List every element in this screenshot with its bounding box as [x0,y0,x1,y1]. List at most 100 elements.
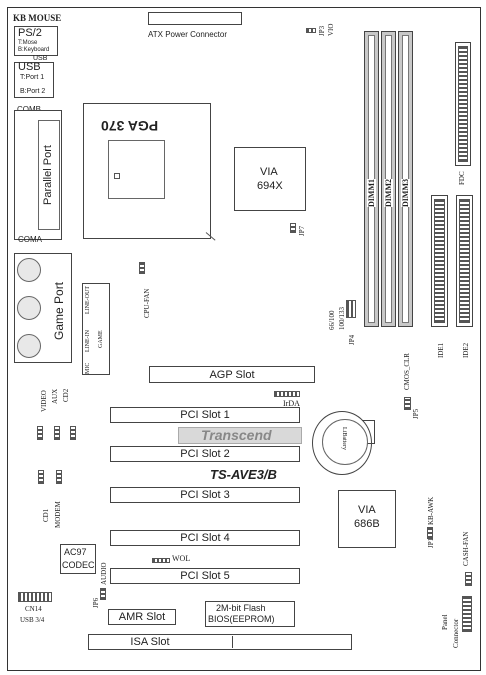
jp7-header [290,223,296,233]
cn14-label: CN14 [25,605,42,613]
cpu-pin1-marker [114,173,120,179]
freq-100-133-label: 100/133 [338,307,346,330]
board-outline [7,7,481,671]
south-bridge-chip [338,490,396,548]
usb-top-label: USB [33,55,48,62]
vio-label: VIO [327,23,335,36]
comb-label: COMB [17,105,41,114]
jp5-header [404,397,411,410]
dimm1-label: DIMM1 [367,179,376,207]
usb-connector [14,62,54,98]
jp6-label: JP6 [92,597,100,608]
jp1-label: JP1 [427,537,435,548]
pci-slot-4: PCI Slot 4 [110,530,300,546]
pci-slot-1-label: PCI Slot 1 [180,409,230,421]
game-port-label: Game Port [52,281,66,340]
dimm3-label: DIMM3 [401,179,410,207]
transcend-logo: Transcend [201,427,272,443]
cpu-fan-label: CPU-FAN [143,288,151,318]
audio-jack-2 [17,296,41,320]
agp-slot-label: AGP Slot [209,368,255,381]
ide1-label: IDE1 [437,342,445,358]
modem-label: MODEM [54,501,62,528]
ac97-codec-chip [60,544,96,574]
chas-fan-label: CASH-FAN [462,531,470,567]
modem-header [56,470,62,484]
pci-slot-4-label: PCI Slot 4 [180,532,230,544]
irda-label: IrDA [283,399,300,408]
kb-mouse-label: KB MOUSE [13,13,62,23]
wol-header [152,558,170,563]
jp4-header [346,300,356,318]
battery-label: LiBattery [341,427,347,450]
panel-header [462,596,472,632]
mic-label: MIC [85,362,91,374]
audio-label: AUDIO [100,562,108,585]
codec-line1: AC97 [64,547,87,557]
atx-power-connector [148,12,242,25]
cd1-label: CD1 [42,508,50,522]
atx-power-label: ATX Power Connector [148,30,227,39]
kb-awk-label: KB-AWK [427,496,435,525]
jp5-label: JP5 [412,408,420,419]
line-out-label: LINE-OUT [85,286,91,314]
audio-jack-1 [17,258,41,282]
parallel-port-inner [38,120,60,230]
usb34-label: USB 3/4 [20,616,45,624]
jp3-label: JP3 [318,25,326,36]
pci-slot-5: PCI Slot 5 [110,568,300,584]
pci-slot-5-label: PCI Slot 5 [180,570,230,582]
video-header [37,426,43,440]
amr-slot: AMR Slot [108,609,176,625]
pci-slot-3-label: PCI Slot 3 [180,489,230,501]
aux-label: AUX [51,388,59,404]
aux-header [54,426,60,440]
north-bridge-line1: VIA [260,166,278,178]
freq-66-100-label: 66/100 [328,310,336,330]
dimm2-label: DIMM2 [384,179,393,207]
audio-label-panel [82,283,110,375]
jp6-header [100,588,106,600]
pci-slot-3: PCI Slot 3 [110,487,300,503]
transcend-banner [178,427,302,444]
cmos-clr-label: CMOS_CLR [403,353,411,390]
bios-line1: 2M-bit Flash [216,603,266,613]
battery-cell [322,419,368,465]
fdc-label: FDC [458,171,466,185]
cpu-fan-header [139,262,145,274]
isa-slot: ISA Slot [88,634,352,650]
bios-line2: BIOS(EEPROM) [208,614,275,624]
pci-slot-2: PCI Slot 2 [110,446,300,462]
line-in-label: LINE-IN [85,330,91,352]
ps2-label: PS/2 [18,27,42,39]
ps2-connector [14,26,58,56]
cn14-header [18,592,52,602]
bios-chip [205,601,295,627]
ps2-keyboard-label: B:Keyboard [18,47,50,53]
cd2-label: CD2 [62,388,70,402]
jp3-header [306,28,316,33]
fdc-pins [458,46,468,162]
south-bridge-line2: 686B [354,518,380,530]
jp7-label: JP7 [298,225,306,236]
game-label: GAME [98,330,104,348]
parallel-port-label: Parallel Port [42,145,54,205]
cd1-header [38,470,44,484]
ps2-mouse-label: T:Mose [18,40,38,46]
usb-label: USB [18,61,41,73]
irda-header [274,391,300,397]
model-name: TS-AVE3/B [210,467,277,482]
battery-clip [362,420,375,444]
usb-port1-label: T:Port 1 [20,74,45,81]
cpu-socket-inner [108,140,165,199]
codec-line2: CODEC [62,560,95,570]
isa-slot-label: ISA Slot [130,636,170,648]
jp1-header [427,527,433,539]
cd2-header [70,426,76,440]
panel-connector-label: Connector [452,618,460,648]
chas-fan-header [465,572,472,586]
usb-port2-label: B:Port 2 [20,88,46,95]
panel-label: Panel [441,614,449,630]
ide2-pins [459,199,470,323]
